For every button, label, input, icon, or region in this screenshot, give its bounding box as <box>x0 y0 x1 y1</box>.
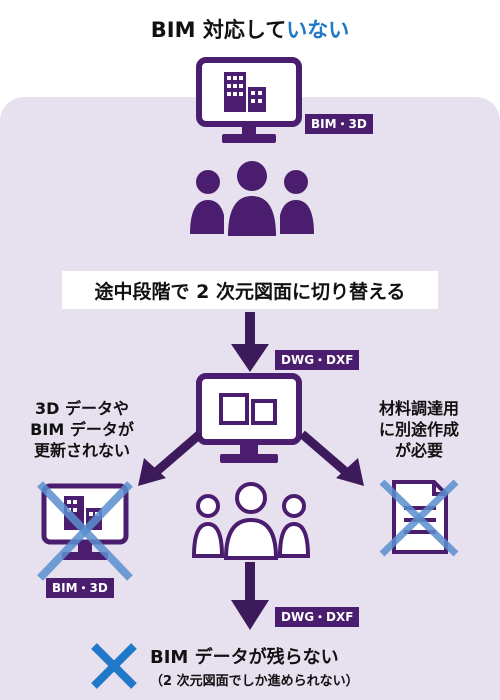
monitor-drawing-icon <box>196 373 302 463</box>
arrow-down-right-icon <box>299 430 364 486</box>
switch-banner: 途中段階で 2 次元図面に切り替える <box>62 271 438 309</box>
left-note-line: 3D データや <box>35 399 129 418</box>
result-text: BIM データが残らない <box>150 647 339 668</box>
right-note-line: 材料調達用 <box>378 399 459 418</box>
blue-x-icon <box>91 643 137 689</box>
right-note-line: が必要 <box>394 441 443 460</box>
result-subtext: （2 次元図面でしか進められない） <box>150 674 359 689</box>
left-note-line: BIM データが <box>30 420 134 439</box>
tag-dwg-dxf-mid: DWG・DXF <box>275 350 360 370</box>
tag-dwg-dxf-bottom: DWG・DXF <box>275 607 360 627</box>
diagram-title: BIM 対応していない <box>0 14 500 44</box>
left-note: 3D データや BIM データが 更新されない <box>22 398 142 461</box>
crossed-document-icon <box>379 479 459 557</box>
arrow-down-left-icon <box>138 430 203 486</box>
arrow-down-icon <box>231 562 269 630</box>
title-main: BIM 対応して <box>150 18 287 42</box>
title-highlight: いない <box>286 18 350 42</box>
monitor-building-icon <box>196 57 302 143</box>
tag-bim-3d-left: BIM・3D <box>46 578 114 598</box>
arrow-down-icon <box>231 312 269 372</box>
left-note-line: 更新されない <box>33 441 130 460</box>
crossed-monitor-icon <box>37 481 133 581</box>
tag-bim-3d-top: BIM・3D <box>305 114 373 134</box>
right-note-line: に別途作成 <box>378 420 459 439</box>
people-group-icon <box>190 161 314 236</box>
people-outline-icon <box>192 482 310 560</box>
right-note: 材料調達用 に別途作成 が必要 <box>364 398 474 461</box>
